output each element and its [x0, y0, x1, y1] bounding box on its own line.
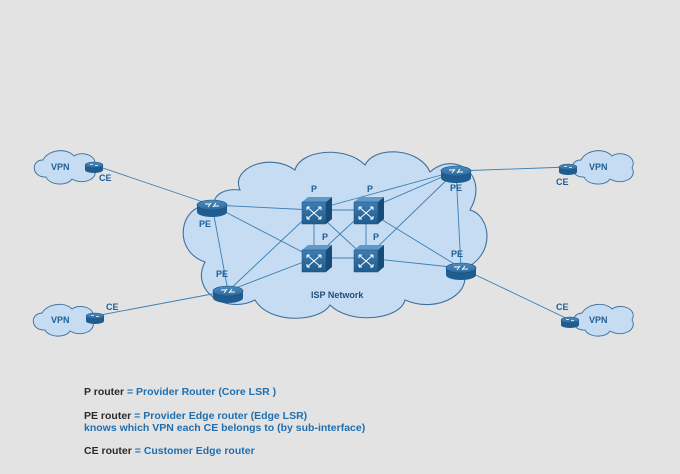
- legend-p-def: Provider Router (Core LSR ): [136, 386, 277, 398]
- ce-router-bottom-right-icon: [560, 316, 580, 328]
- vpn-label-top-left: VPN: [51, 162, 70, 172]
- vpn-cloud-bottom-left: [32, 303, 94, 337]
- legend-p-term: P router: [84, 386, 125, 398]
- vpn-cloud-top-right: [571, 150, 634, 185]
- legend-ce-eq: =: [131, 445, 144, 457]
- p-router-top-right-icon: [353, 197, 384, 225]
- p-router-bottom-right-icon: [353, 245, 384, 273]
- p-router-top-left-icon: [301, 197, 332, 225]
- pe-router-right-top-icon: [440, 165, 472, 183]
- ce-router-top-right-icon: [558, 163, 578, 175]
- legend-p-eq: =: [124, 386, 137, 398]
- legend-ce-term: CE router: [84, 445, 132, 457]
- p-router-bottom-left-icon: [301, 245, 332, 273]
- vpn-label-top-right: VPN: [589, 162, 608, 172]
- vpn-cloud-top-left: [33, 150, 96, 185]
- legend-pe-note: knows which VPN each CE belongs to (by s…: [84, 422, 366, 434]
- ce-label-bottom-left: CE: [106, 302, 119, 312]
- legend-pe-term: PE router: [84, 410, 132, 422]
- pe-router-right-bottom-icon: [445, 262, 477, 280]
- vpn-label-bottom-right: VPN: [589, 315, 608, 325]
- pe-label-left-top: PE: [199, 219, 211, 229]
- legend-ce-router: CE router = Customer Edge router: [84, 445, 255, 457]
- ce-label-top-left: CE: [99, 173, 112, 183]
- p-label-bottom-right: P: [373, 232, 379, 242]
- pe-label-right-top: PE: [450, 183, 462, 193]
- vpn-label-bottom-left: VPN: [51, 315, 70, 325]
- isp-network-label: ISP Network: [311, 290, 364, 300]
- p-label-top-right: P: [367, 184, 373, 194]
- legend-ce-def: Customer Edge router: [143, 445, 255, 457]
- pe-label-left-bottom: PE: [216, 269, 228, 279]
- ce-router-bottom-left-icon: [85, 312, 105, 324]
- pe-router-left-top-icon: [196, 199, 228, 217]
- isp-cloud: [182, 151, 488, 319]
- pe-router-left-bottom-icon: [212, 285, 244, 303]
- pe-label-right-bottom: PE: [451, 249, 463, 259]
- legend-pe-def: Provider Edge router (Edge LSR): [143, 410, 308, 422]
- ce-label-top-right: CE: [556, 177, 569, 187]
- p-label-bottom-left: P: [322, 232, 328, 242]
- legend-pe-eq: =: [131, 410, 144, 422]
- vpn-cloud-bottom-right: [572, 303, 634, 337]
- legend-pe-router: PE router = Provider Edge router (Edge L…: [84, 410, 365, 434]
- ce-router-top-left-icon: [84, 161, 104, 173]
- ce-label-bottom-right: CE: [556, 302, 569, 312]
- legend-p-router: P router = Provider Router (Core LSR ): [84, 386, 276, 398]
- p-label-top-left: P: [311, 184, 317, 194]
